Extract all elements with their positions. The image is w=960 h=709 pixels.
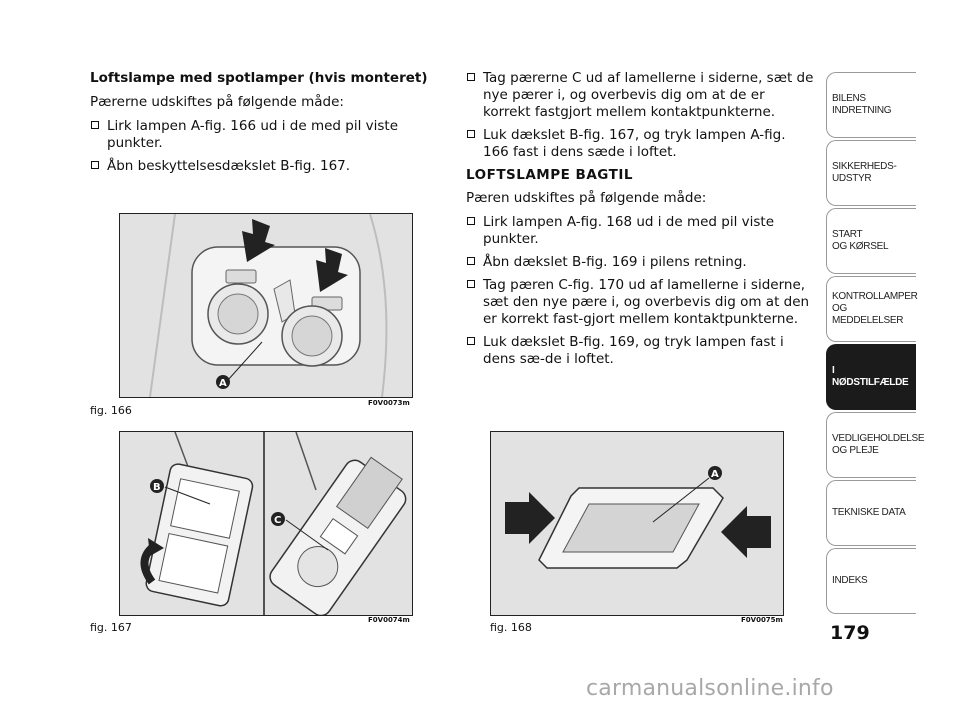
tab-label: KONTROLLAMPER OG MEDDELELSER [832, 291, 918, 326]
figure-caption: fig. 166 [90, 404, 132, 417]
tab-label: I NØDSTILFÆLDE [832, 365, 909, 388]
figure-168-image: A [490, 431, 784, 616]
tab-i-nodstilfaelde[interactable]: I NØDSTILFÆLDE [826, 344, 916, 410]
figure-code: F0V0074m [368, 616, 410, 624]
watermark-text: carmanualsonline.info [586, 676, 834, 701]
label-a-marker [216, 375, 230, 389]
label-a-marker [708, 466, 722, 480]
tab-tekniske-data[interactable]: TEKNISKE DATA [826, 480, 916, 546]
arrow-icon [316, 248, 348, 292]
tab-sikkerhedsudstyr[interactable]: SIKKERHEDS- UDSTYR [826, 140, 916, 206]
list-item: Åbn beskyttelsesdækslet B-fig. 167. [90, 158, 450, 175]
intro-text: Pærerne udskiftes på følgende måde: [90, 94, 344, 110]
list-item: Luk dækslet B-fig. 167, og tryk lampen A… [466, 127, 814, 161]
tab-label: BILENS INDRETNING [832, 93, 892, 116]
section-heading-rear-lamp: LOFTSLAMPE BAGTIL [466, 167, 633, 183]
list-item: Luk dækslet B-fig. 169, og tryk lampen f… [466, 334, 814, 368]
tab-label: VEDLIGEHOLDELSE OG PLEJE [832, 433, 925, 456]
figure-caption: fig. 168 [490, 621, 532, 634]
label-a: A [711, 469, 719, 480]
list-item: Tag pæren C-fig. 170 ud af lamellerne i … [466, 277, 814, 328]
figure-caption: fig. 167 [90, 621, 132, 634]
tab-indeks[interactable]: INDEKS [826, 548, 916, 614]
intro-text: Pæren udskiftes på følgende måde: [466, 190, 707, 206]
arrow-icon [505, 492, 555, 544]
section-heading-spotlamp: Loftslampe med spotlamper (hvis monteret… [90, 70, 428, 86]
label-b-marker [150, 479, 164, 493]
figure-code: F0V0075m [741, 616, 783, 624]
tab-label: SIKKERHEDS- UDSTYR [832, 161, 897, 184]
list-item: Lirk lampen A-fig. 166 ud i de med pil v… [90, 118, 450, 152]
tab-start-og-korsel[interactable]: START OG KØRSEL [826, 208, 916, 274]
arrow-icon [148, 538, 164, 556]
figure-166-image: A [119, 213, 413, 398]
figure-code: F0V0073m [368, 399, 410, 407]
left-text-column: Loftslampe med spotlamper (hvis monteret… [90, 70, 450, 181]
tab-bilens-indretning[interactable]: BILENS INDRETNING [826, 72, 916, 138]
tab-kontrollamper[interactable]: KONTROLLAMPER OG MEDDELELSER [826, 276, 918, 342]
label-a: A [219, 378, 227, 389]
label-c: C [274, 515, 281, 526]
right-text-column: Tag pærerne C ud af lamellerne i siderne… [466, 70, 814, 374]
list-item: Åbn dækslet B-fig. 169 i pilens retning. [466, 254, 814, 271]
label-c-marker [271, 512, 285, 526]
label-b: B [153, 482, 161, 493]
arrow-icon [242, 219, 275, 262]
tab-vedligeholdelse[interactable]: VEDLIGEHOLDELSE OG PLEJE [826, 412, 925, 478]
arrow-icon [721, 506, 771, 558]
figure-167-image: B C [119, 431, 413, 616]
tab-label: INDEKS [832, 575, 868, 586]
tab-label: TEKNISKE DATA [832, 507, 906, 518]
tab-label: START OG KØRSEL [832, 229, 889, 252]
list-item: Lirk lampen A-fig. 168 ud i de med pil v… [466, 214, 814, 248]
list-item: Tag pærerne C ud af lamellerne i siderne… [466, 70, 814, 121]
page-number: 179 [830, 622, 870, 644]
